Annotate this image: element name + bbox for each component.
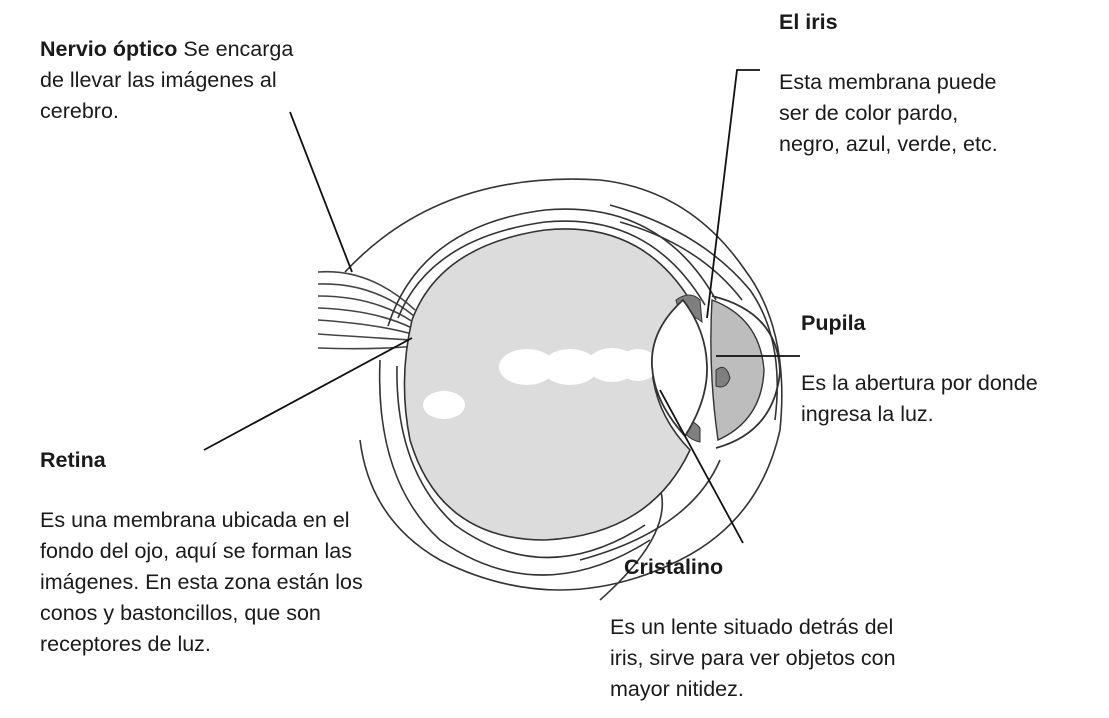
leader-cristalino bbox=[659, 389, 744, 544]
pupila-desc-line1: Es la abertura por donde bbox=[801, 371, 1038, 395]
pupila-title: Pupila bbox=[801, 311, 866, 335]
leader-nervio bbox=[289, 111, 353, 273]
nervio-optico-desc-line2: de llevar las imágenes al bbox=[40, 68, 277, 92]
retina-desc: Es una membrana ubicada en el fondo del … bbox=[40, 505, 363, 660]
leader-lines bbox=[203, 69, 800, 544]
retina-desc-line4: conos y bastoncillos, que son bbox=[40, 601, 321, 625]
iris-desc-line3: negro, azul, verde, etc. bbox=[779, 132, 998, 156]
retina-title: Retina bbox=[40, 448, 106, 472]
eye-outer-layers bbox=[344, 178, 783, 601]
nervio-optico-desc-line3: cerebro. bbox=[40, 99, 119, 123]
vitreous-highlights bbox=[423, 348, 658, 419]
retina-desc-line5: receptores de luz. bbox=[40, 632, 211, 656]
nervio-optico-title: Nervio óptico bbox=[40, 37, 178, 61]
nervio-optico-desc-line1: Se encarga bbox=[183, 37, 294, 61]
cristalino-desc-line2: iris, sirve para ver objetos con bbox=[610, 646, 896, 670]
iris-title: El iris bbox=[779, 10, 838, 34]
cristalino-desc: Es un lente situado detrás del iris, sir… bbox=[610, 612, 896, 705]
iris-desc: Esta membrana puede ser de color pardo, … bbox=[779, 67, 998, 160]
cristalino-title: Cristalino bbox=[624, 555, 724, 579]
pupila-desc-line2: ingresa la luz. bbox=[801, 402, 934, 426]
retina-desc-line3: imágenes. En esta zona están los bbox=[40, 570, 363, 594]
cristalino-desc-line3: mayor nitidez. bbox=[610, 677, 744, 701]
retina-desc-line1: Es una membrana ubicada en el bbox=[40, 508, 350, 532]
nervio-optico-label: Nervio óptico Se encarga de llevar las i… bbox=[40, 34, 340, 127]
iris-desc-line2: ser de color pardo, bbox=[779, 101, 959, 125]
leader-retina bbox=[203, 337, 413, 451]
leader-iris bbox=[706, 69, 760, 319]
pupila-desc: Es la abertura por donde ingresa la luz. bbox=[801, 368, 1038, 430]
optic-nerve-fibers bbox=[317, 270, 416, 350]
anterior-chamber bbox=[710, 299, 765, 442]
retina-desc-line2: fondo del ojo, aquí se forman las bbox=[40, 539, 352, 563]
iris-desc-line1: Esta membrana puede bbox=[779, 70, 997, 94]
vitreous-body bbox=[403, 228, 692, 541]
cristalino-desc-line1: Es un lente situado detrás del bbox=[610, 615, 894, 639]
cornea bbox=[711, 295, 781, 449]
